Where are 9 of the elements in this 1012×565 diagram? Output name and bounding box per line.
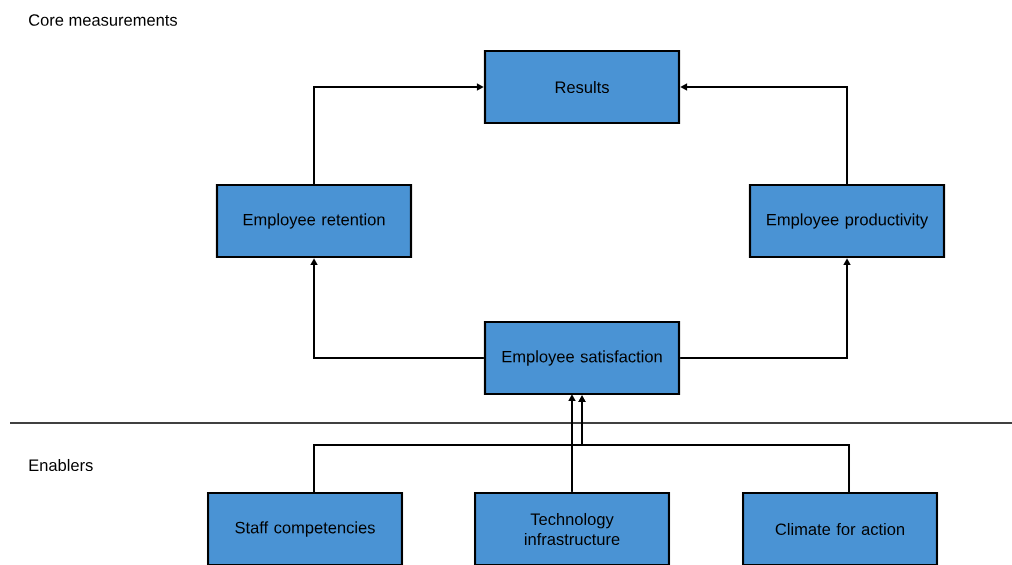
process-box: Employee productivity bbox=[748, 183, 946, 259]
process-box: Employee satisfaction bbox=[483, 320, 681, 396]
process-box: Employee retention bbox=[215, 183, 413, 259]
process-box: Technology infrastructure bbox=[473, 491, 671, 565]
section-label: Core measurements bbox=[29, 14, 178, 26]
process-box: Climate for action bbox=[741, 491, 939, 565]
process-box: Staff competencies bbox=[206, 491, 404, 565]
section-label: Enablers bbox=[29, 458, 93, 472]
process-box: Results bbox=[483, 49, 681, 125]
